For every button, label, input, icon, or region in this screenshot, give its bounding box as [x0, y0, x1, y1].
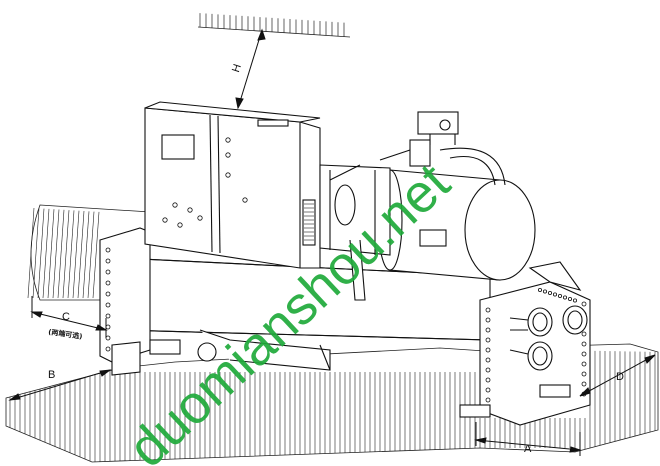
service-note: (两端可选)	[48, 327, 83, 341]
dim-label-h: H	[230, 63, 244, 74]
floor-hatch-lines	[9, 350, 656, 462]
floor-outline	[5, 343, 659, 463]
dim-label-a: A	[524, 443, 532, 455]
dim-label-b: B	[48, 369, 55, 381]
display-panel	[161, 134, 195, 160]
left-clearance-zone	[27, 204, 151, 301]
dim-label-d: D	[616, 371, 624, 383]
floor-hatching	[5, 343, 659, 463]
condenser-nameplate	[419, 229, 447, 247]
discharge-piping	[329, 111, 506, 186]
control-cabinet	[144, 101, 321, 269]
water-nozzles	[509, 305, 588, 371]
dimension-lines	[8, 28, 656, 456]
right-water-box	[479, 261, 591, 426]
left-end-plate	[99, 227, 151, 363]
compressor	[319, 164, 391, 301]
ceiling-hatching	[197, 13, 351, 38]
support-feet	[111, 329, 571, 418]
cabinet-vent	[302, 199, 316, 246]
dim-label-c: C	[62, 311, 70, 323]
